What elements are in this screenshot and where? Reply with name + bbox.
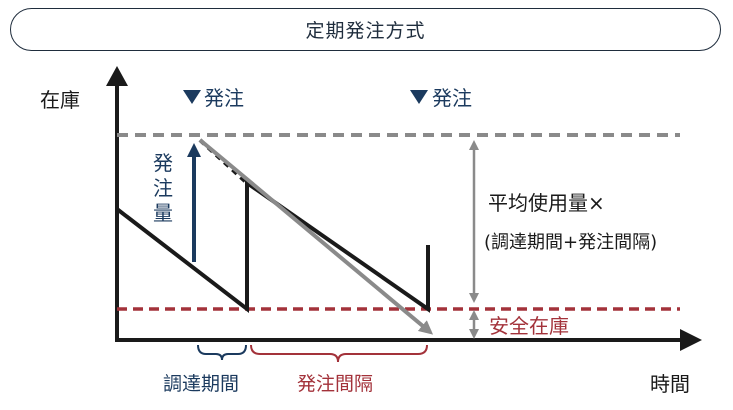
formula-line-1: 平均使用量× xyxy=(488,191,605,215)
lead-time-brace xyxy=(197,344,247,361)
order-interval-label: 発注間隔 xyxy=(297,373,373,395)
lead-time-label: 調達期間 xyxy=(163,373,239,395)
safety-stock-label: 安全在庫 xyxy=(489,314,569,338)
inventory-line xyxy=(115,179,430,314)
order-marker-1-triangle xyxy=(183,90,201,104)
order-interval-brace xyxy=(250,344,428,363)
order-quantity-char-3: 量 xyxy=(153,201,173,225)
order-marker-2-triangle xyxy=(410,90,428,104)
order-marker-2-label: 発注 xyxy=(432,86,472,110)
x-axis-label: 時間 xyxy=(650,372,690,396)
formula-line-2: (調達期間+発注間隔) xyxy=(484,232,657,253)
y-axis-label: 在庫 xyxy=(40,88,80,112)
x-axis-arrowhead xyxy=(680,329,702,351)
diagram-title: 定期発注方式 xyxy=(305,20,426,42)
order-quantity-char-2: 注 xyxy=(153,176,173,200)
order-marker-1-label: 発注 xyxy=(204,86,244,110)
title-banner: 定期発注方式 xyxy=(10,8,721,51)
order-quantity-char-1: 発 xyxy=(153,151,173,175)
y-axis-arrowhead xyxy=(106,66,128,86)
usage-projection-arrow xyxy=(198,138,434,335)
